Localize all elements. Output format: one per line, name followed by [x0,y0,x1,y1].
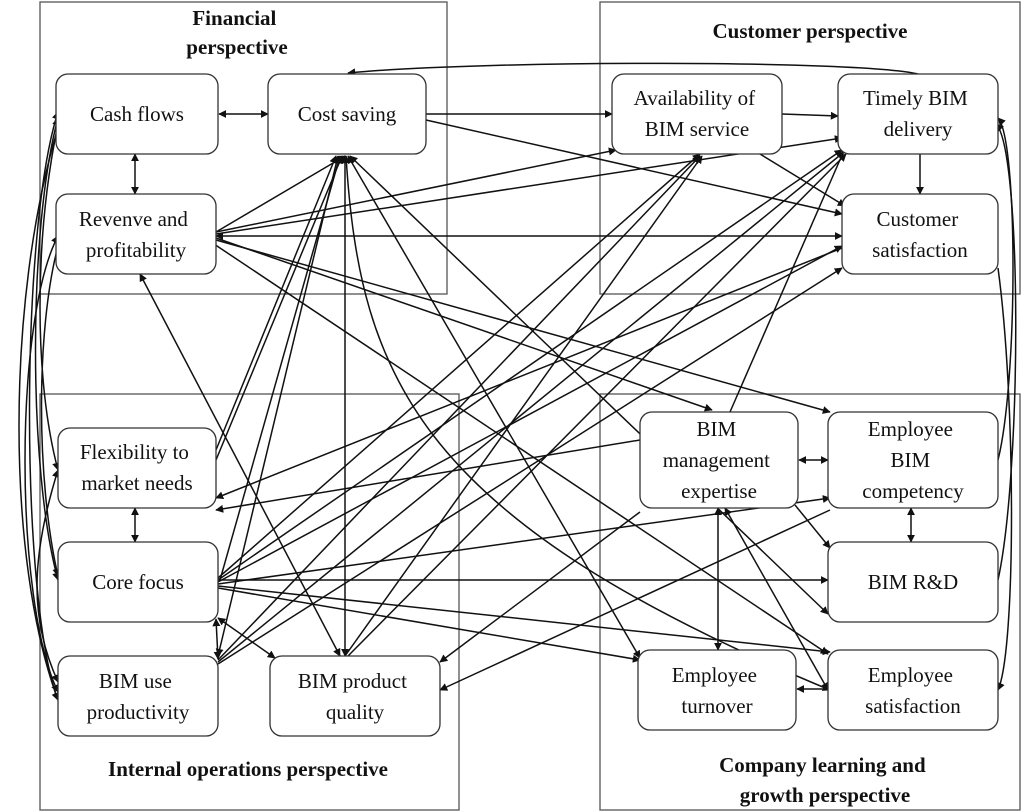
edge-core-custsat [217,245,843,583]
edge-flex-cash [39,123,61,471]
customer-title: Customer perspective [713,19,908,43]
financial-title: Financial perspective [186,6,287,59]
node-revenue-profitability-label: Revenve and profitability [79,207,193,262]
node-quality-label: BIM product quality [298,669,412,724]
edge-prod-custsat [217,267,843,665]
edge-mgmt-rd [794,504,831,549]
node-rd-label: BIM R&D [868,570,958,594]
node-management-label: BIM management expertise [663,417,776,503]
edge-qual-comp [439,509,831,691]
edge-cost-flex [215,155,343,461]
node-availability-bim-service: Availability of BIM service [611,73,783,155]
node-cash-flows-label: Cash flows [90,102,184,126]
edge-cost-turn [347,155,641,659]
edge-flex-cost-cross [215,155,337,451]
node-turnover-label: Employee turnover [672,663,762,718]
edge-cost-rev [215,155,346,233]
edge-qual-timely [347,153,847,657]
edge-avail-timely [781,111,839,120]
edge-mgmt-timely [729,145,847,413]
node-customer-satisfaction-label: Customer satisfaction [872,207,968,262]
financial-title-line2: perspective [186,35,287,59]
node-competency-label: Employee BIM competency [862,417,964,503]
node-cash-flows: Cash flows [55,73,219,155]
edge-layer [18,62,1017,701]
edge-timely-cost-top [347,62,919,77]
node-flexibility-label: Flexibility to market needs [80,440,194,495]
node-core-focus-label: Core focus [92,570,184,594]
edge-prod-avail [217,155,701,661]
node-timely-bim-delivery: Timely BIM delivery [837,73,999,155]
edge-qual-mgmt [439,511,641,663]
edge-core-prod [212,618,222,660]
edge-cash-prod-outer [18,127,60,701]
edge-core-comp [217,495,831,585]
edge-cost-prod [215,155,341,657]
node-timely-label: Timely BIM delivery [863,86,973,141]
financial-title-line1: Financial [192,6,276,30]
edge-custsat-empsat [997,267,1013,691]
node-bim-rd: BIM R&D [827,541,999,623]
node-customer-satisfaction: Customer satisfaction [841,193,999,275]
edge-core-empsat [217,585,831,656]
node-employee-bim-competency: Employee BIM competency [827,411,999,509]
learning-title-line1: Company learning and [719,753,926,777]
node-bim-product-quality: BIM product quality [269,655,441,737]
edge-core-avail [217,153,701,579]
edge-cost-rd [349,155,829,615]
node-employee-satisfaction: Employee satisfaction [827,649,999,731]
edge-flex-prod [36,469,60,683]
learning-title: Company learning and growth perspective [719,753,931,807]
node-employee-turnover: Employee turnover [637,649,797,731]
edge-cost-core [219,155,342,581]
edge-rd-timely [995,123,1017,581]
node-core-focus: Core focus [57,541,219,623]
node-cost-saving-label: Cost saving [298,102,397,126]
node-bim-use-productivity: BIM use productivity [57,655,219,737]
node-availability-label: Availability of BIM service [634,86,761,141]
edge-rev-comp [215,239,831,414]
node-employee-satisfaction-label: Employee satisfaction [865,663,961,718]
edge-core-timely [217,149,843,581]
edge-core-turn [217,587,641,663]
learning-title-line2: growth perspective [740,783,911,807]
internal-title: Internal operations perspective [108,757,388,781]
node-flexibility-market-needs: Flexibility to market needs [57,427,217,509]
edge-custsat-flex [215,247,843,500]
edge-qual-avail [344,155,703,657]
node-bim-management-expertise: BIM management expertise [639,411,799,509]
edge-rev-mgmt [215,237,713,412]
node-cost-saving: Cost saving [267,73,427,155]
edge-mgmt-flex [215,439,641,513]
edge-comp-timely [997,117,1014,461]
edge-prod-timely [217,151,845,663]
edge-prod-rev [24,235,59,693]
edge-cost-empsat-curve [342,155,831,691]
edge-core-rev [40,245,61,577]
node-productivity-label: BIM use productivity [87,669,190,724]
node-revenue-profitability: Revenve and profitability [55,193,217,275]
